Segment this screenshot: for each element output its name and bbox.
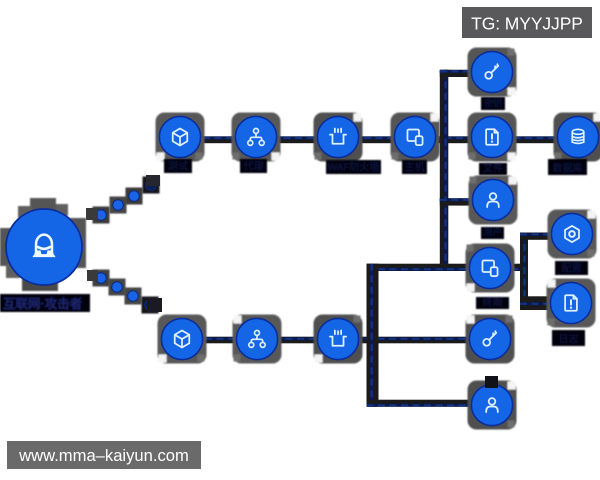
svg-text:主机: 主机 (405, 161, 425, 174)
svg-text:用户: 用户 (483, 227, 501, 238)
svg-text:代理: 代理 (244, 161, 264, 173)
svg-text:TG: MYYJJPP: TG: MYYJJPP (471, 14, 583, 34)
svg-text:终端: 终端 (483, 296, 503, 309)
svg-text:配置: 配置 (562, 263, 582, 275)
svg-text:WAF防火墙: WAF防火墙 (328, 161, 380, 174)
svg-text:互联网·攻击者: 互联网·攻击者 (3, 296, 83, 311)
svg-text:测试: 测试 (168, 160, 188, 173)
svg-text:文件: 文件 (483, 162, 503, 175)
svg-text:日志: 日志 (559, 333, 579, 346)
svg-text:数据库: 数据库 (553, 162, 583, 175)
svg-text:www.mma–kaiyun.com: www.mma–kaiyun.com (18, 446, 189, 465)
svg-text:密钥: 密钥 (484, 98, 502, 109)
